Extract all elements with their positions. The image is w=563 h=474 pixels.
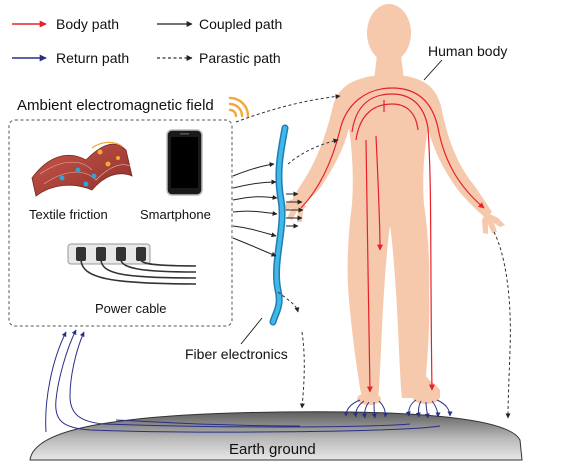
human-body [282, 4, 505, 405]
textile-friction-label: Textile friction [29, 207, 108, 222]
smartphone-icon [166, 129, 203, 196]
legend-body-path-label: Body path [56, 16, 119, 32]
earth-ground: Earth ground [29, 411, 523, 461]
fiber-electronics: Fiber electronics [185, 124, 289, 362]
power-strip-icon [67, 243, 197, 285]
smartphone-label: Smartphone [140, 207, 211, 222]
fiber-electronics-label: Fiber electronics [185, 346, 288, 362]
coupled-paths [232, 162, 304, 257]
legend-coupled-path-label: Coupled path [199, 16, 282, 32]
earth-ground-label: Earth ground [229, 441, 316, 458]
power-cable-label: Power cable [95, 301, 167, 316]
human-body-label: Human body [428, 43, 507, 59]
legend-return-path-label: Return path [56, 50, 129, 66]
legend-parastic-path: Parastic path [157, 50, 281, 66]
legend-body-path: Body path [12, 16, 119, 32]
legend-return-path: Return path [12, 50, 129, 66]
body-path-arrows [300, 87, 485, 393]
parastic-paths [235, 94, 511, 419]
wifi-signal-icon [228, 96, 250, 118]
human-body-callout: Human body [423, 43, 507, 81]
legend-coupled-path: Coupled path [157, 16, 282, 32]
ambient-field-box [8, 119, 233, 327]
return-paths [45, 329, 453, 433]
ambient-field: Ambient electromagnetic field Textile fr… [8, 96, 250, 327]
textile-icon [31, 141, 133, 197]
legend: Body path Coupled path Return path Paras… [12, 16, 282, 66]
legend-parastic-path-label: Parastic path [199, 50, 281, 66]
ambient-field-label: Ambient electromagnetic field [17, 97, 214, 114]
